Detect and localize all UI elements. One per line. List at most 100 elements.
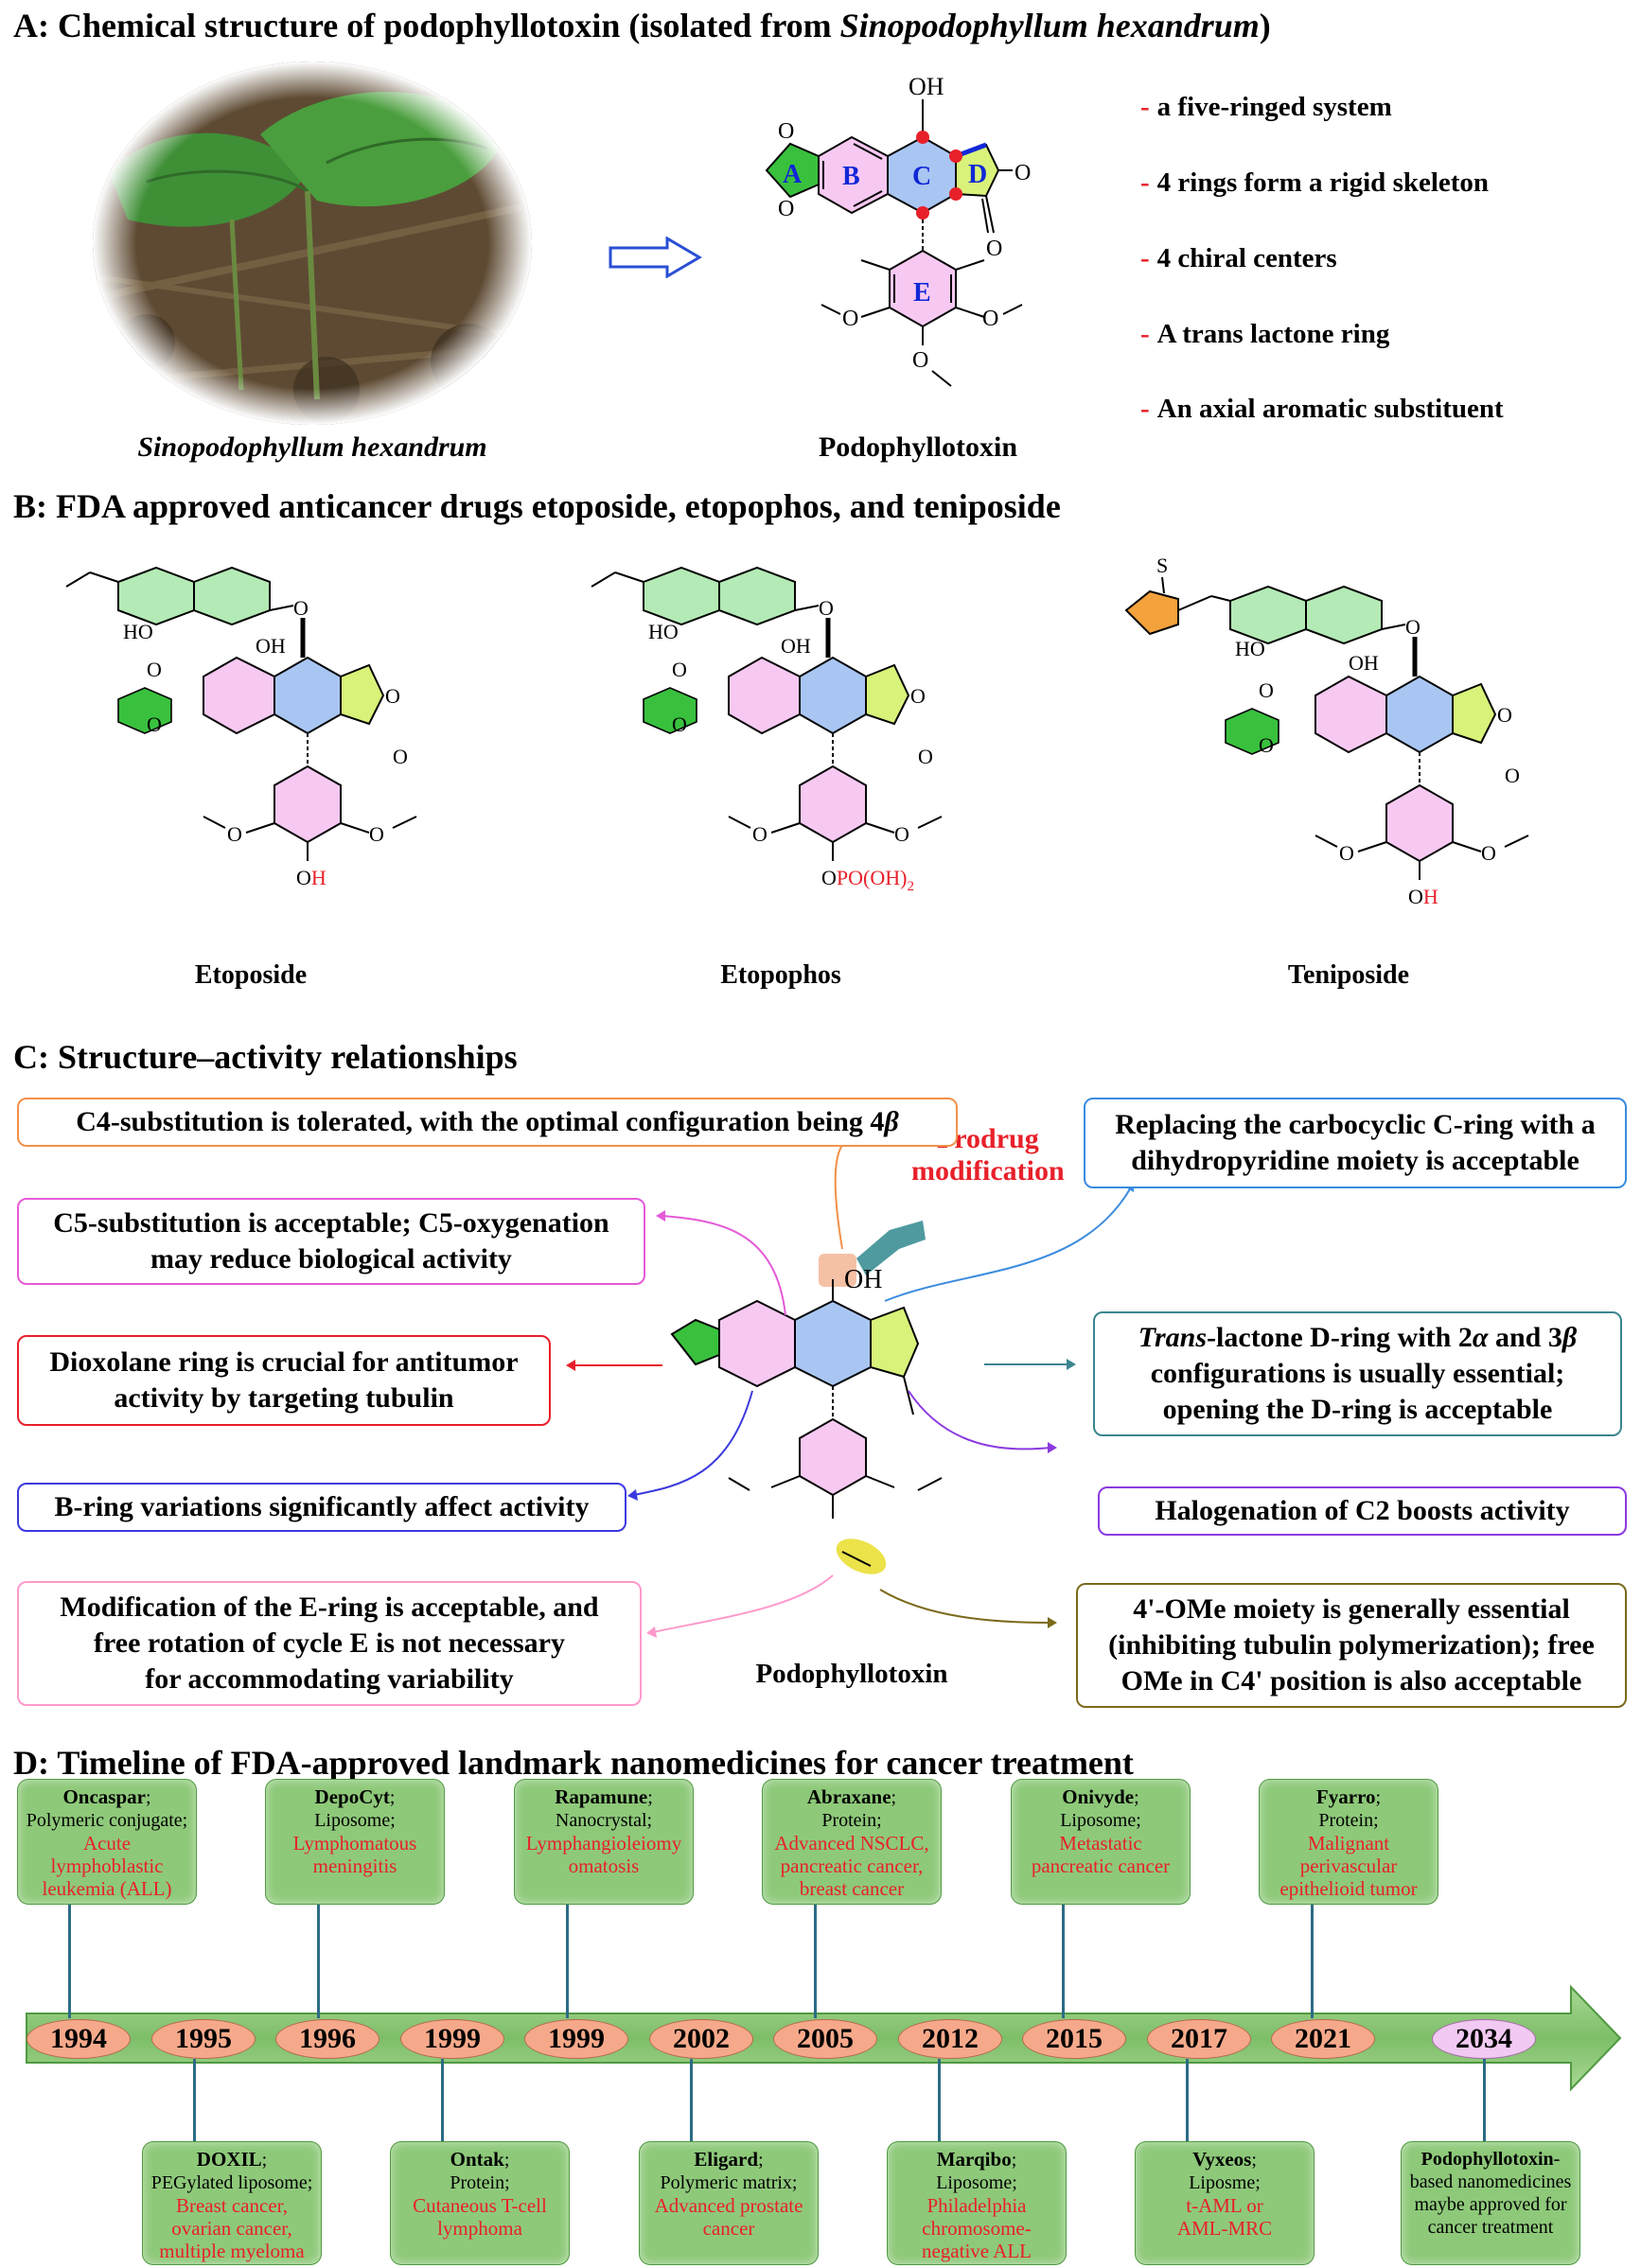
- indication-line: epithelioid tumor: [1279, 1877, 1418, 1900]
- indication-line: perivascular: [1299, 1855, 1398, 1877]
- svg-text:OPO(OH)2: OPO(OH)2: [821, 866, 914, 894]
- drug-name: Fyarro;: [1315, 1785, 1382, 1808]
- indication-line: Advanced NSCLC,: [774, 1832, 929, 1855]
- svg-text:O: O: [1481, 841, 1496, 865]
- svg-text:O: O: [385, 684, 400, 708]
- etopophos-caption: Etopophos: [720, 960, 841, 990]
- sar-center-caption: Podophyllotoxin: [755, 1659, 948, 1689]
- indication-line: negative ALL: [921, 2240, 1032, 2262]
- drug-name: Oncaspar;: [62, 1785, 151, 1808]
- year-badge: 2012: [898, 2019, 1002, 2059]
- indication-line: Malignant: [1307, 1832, 1390, 1855]
- svg-text:B: B: [842, 162, 860, 191]
- drug-name-text: Oncaspar: [62, 1785, 146, 1808]
- drug-name: DOXIL;: [196, 2148, 268, 2171]
- connector: [1186, 2059, 1189, 2150]
- connector: [690, 2059, 693, 2150]
- year-badge: 1999: [524, 2019, 628, 2059]
- drug-name-text: Rapamune: [555, 1785, 648, 1808]
- etoposide-structure: HO OH O O O O O O O OH: [65, 566, 417, 889]
- year-badge: 2021: [1271, 2019, 1375, 2059]
- indication-line: Philadelphia: [926, 2194, 1027, 2217]
- connector: [814, 1897, 817, 2018]
- etoposide-caption: Etoposide: [194, 960, 308, 990]
- svg-text:OH: OH: [1408, 885, 1438, 908]
- drug-name: Abraxane;: [806, 1785, 897, 1808]
- drug-name-text: Marqibo: [936, 2148, 1012, 2171]
- indication-line: multiple myeloma: [159, 2240, 305, 2262]
- indication-line: Cutaneous T-cell: [413, 2194, 547, 2217]
- sar-box-ering: Modification of the E-ring is acceptable…: [17, 1581, 642, 1706]
- svg-text:O: O: [1259, 733, 1274, 757]
- indication-line: chromosome-: [922, 2217, 1032, 2240]
- feature-item: -A trans lactone ring: [1140, 319, 1390, 349]
- formulation-type: PEGylated liposome;: [150, 2172, 313, 2193]
- sar-box-ome: 4'-OMe moiety is generally essential(inh…: [1076, 1583, 1627, 1708]
- indication-line: leukemia (ALL): [42, 1877, 172, 1900]
- drug-name-text: Eligard: [694, 2148, 759, 2171]
- drug-name-text: Vyxeos: [1192, 2148, 1252, 2171]
- connector: [938, 2059, 941, 2150]
- year-badge: 2005: [773, 2019, 877, 2059]
- svg-text:HO: HO: [123, 620, 153, 643]
- svg-text:OH: OH: [1349, 651, 1379, 675]
- connector: [1311, 1897, 1314, 2018]
- future-card-title: Podophyllotoxin-: [1420, 2149, 1561, 2170]
- svg-text:E: E: [913, 278, 931, 308]
- svg-text:O: O: [293, 596, 309, 620]
- indication-line: Lymphomatous: [292, 1832, 417, 1855]
- connector: [1062, 1897, 1065, 2018]
- indication-line: AML-MRC: [1176, 2217, 1273, 2240]
- feature-item: -4 rings form a rigid skeleton: [1140, 167, 1490, 198]
- year-badge: 2002: [649, 2019, 753, 2059]
- hollow-arrow-icon: [609, 237, 702, 278]
- formulation-type: Polymeric matrix;: [660, 2172, 798, 2193]
- svg-text:OH: OH: [909, 73, 944, 100]
- drug-name-text: Ontak: [450, 2148, 504, 2171]
- formulation-type: Protein;: [1318, 1810, 1379, 1831]
- formulation-type: Protein;: [821, 1810, 882, 1831]
- svg-text:O: O: [1505, 764, 1520, 787]
- formulation-type: Liposome;: [314, 1810, 396, 1831]
- section-c-title: C: Structure–activity relationships: [13, 1038, 518, 1076]
- sar-box-c5: C5-substitution is acceptable; C5-oxygen…: [17, 1198, 645, 1285]
- podophyllotoxin-structure: O O O O OH O O O A B C D E: [765, 73, 1031, 387]
- svg-text:A: A: [783, 160, 803, 189]
- svg-text:C: C: [912, 162, 931, 191]
- svg-text:O: O: [393, 745, 408, 768]
- section-d-title: D: Timeline of FDA-approved landmark nan…: [13, 1744, 1134, 1782]
- connector: [566, 1897, 569, 2018]
- svg-text:O: O: [672, 658, 687, 681]
- svg-text:OH: OH: [781, 634, 811, 658]
- connector: [1483, 2059, 1486, 2150]
- svg-text:O: O: [778, 197, 794, 221]
- svg-text:O: O: [147, 658, 162, 681]
- indication-line: pancreatic cancer,: [780, 1855, 924, 1877]
- feature-item: -An axial aromatic substituent: [1140, 394, 1504, 424]
- drug-name-text: DepoCyt: [314, 1785, 390, 1808]
- svg-text:O: O: [778, 119, 794, 144]
- svg-text:S: S: [1156, 554, 1168, 577]
- year-badge: 1999: [400, 2019, 504, 2059]
- feature-item: -a five-ringed system: [1140, 92, 1392, 122]
- svg-text:O: O: [819, 596, 834, 620]
- indication-line: Metastatic: [1059, 1832, 1142, 1855]
- connector: [68, 1897, 71, 2018]
- oh-label: OH: [844, 1265, 883, 1294]
- year-badge: 2017: [1147, 2019, 1251, 2059]
- connector: [317, 1897, 320, 2018]
- plant-photo: [93, 62, 532, 425]
- svg-text:O: O: [912, 348, 928, 373]
- drug-name: DepoCyt;: [314, 1785, 396, 1808]
- svg-text:HO: HO: [1235, 637, 1265, 660]
- drug-name: Eligard;: [694, 2148, 764, 2171]
- year-badge: 1994: [26, 2019, 131, 2059]
- svg-text:O: O: [986, 237, 1002, 261]
- timeline-card-bottom: DOXIL;PEGylated liposome;Breast cancer,o…: [142, 2141, 322, 2265]
- teniposide-structure: S HO OH O O O O O O O OH: [1124, 554, 1529, 908]
